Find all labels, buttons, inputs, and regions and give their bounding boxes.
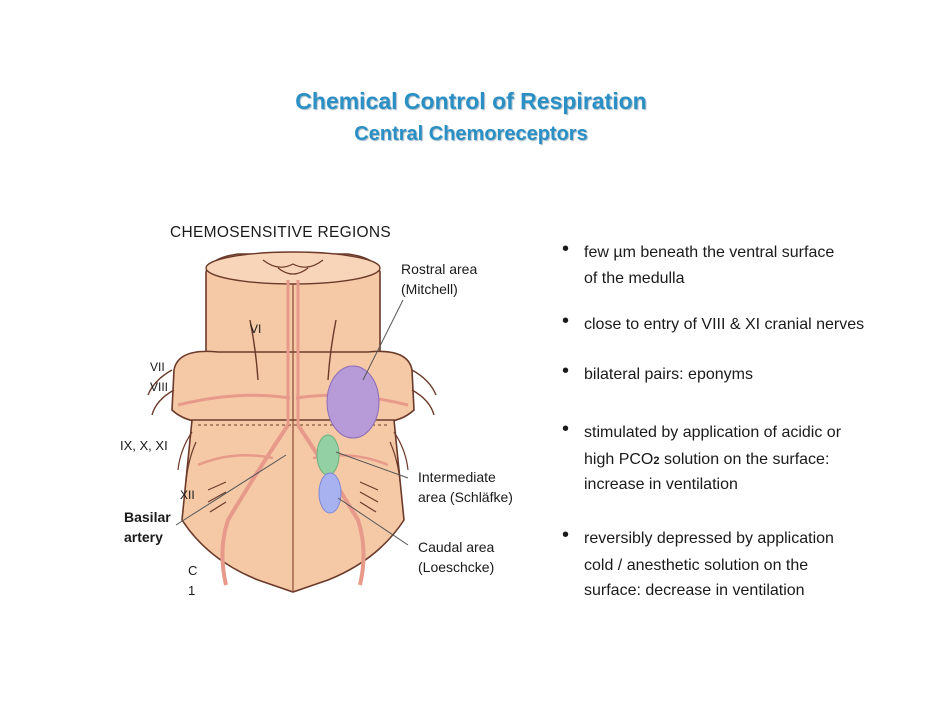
bullet-dot-icon: • bbox=[562, 524, 570, 546]
caudal-area-label: Caudal area bbox=[418, 539, 495, 555]
medulla-illustration bbox=[147, 251, 437, 593]
c1-label-1: 1 bbox=[188, 583, 196, 598]
nerve-vi-root-right bbox=[327, 319, 337, 381]
rostral-area-eponym: (Mitchell) bbox=[401, 281, 458, 297]
pco2-co: CO bbox=[629, 451, 654, 468]
bullet-text: few µm beneath the ventral surface bbox=[584, 244, 835, 261]
nerve-vi-label: VI bbox=[250, 322, 262, 336]
nerve-xii-left bbox=[207, 481, 227, 513]
basilar-artery bbox=[286, 280, 300, 425]
bullet-text: close to entry of VIII & XI cranial nerv… bbox=[584, 316, 865, 333]
intermediate-area-label: Intermediate bbox=[418, 469, 496, 485]
nerve-ix-x-xi-label: IX, X, XI bbox=[120, 438, 168, 453]
medulla-figure: CHEMOSENSITIVE REGIONS Rostral area (Mit… bbox=[118, 220, 548, 615]
caudal-leader bbox=[337, 497, 409, 546]
nerve-vii-viii-left bbox=[147, 369, 175, 416]
pco2-subscript: 2 bbox=[653, 455, 660, 467]
caudal-area-eponym: (Loeschcke) bbox=[418, 559, 495, 575]
vertebral-artery-right bbox=[296, 423, 366, 586]
basilar-artery-label-2: artery bbox=[124, 529, 163, 545]
nerve-xii-label: XII bbox=[180, 488, 195, 502]
nerve-ix-x-xi-right bbox=[389, 431, 409, 483]
bullet-dot-icon: • bbox=[562, 360, 570, 382]
page-subtitle: Central Chemoreceptors bbox=[354, 123, 588, 145]
basilar-leader bbox=[175, 454, 287, 526]
c1-label-c: C bbox=[188, 563, 198, 578]
bullet-text: increase in ventilation bbox=[584, 476, 738, 493]
rostral-leader bbox=[362, 299, 404, 381]
bullet-text: bilateral pairs: eponyms bbox=[584, 366, 753, 383]
nerve-viii-label: VIII bbox=[150, 380, 169, 394]
intermediate-leader bbox=[335, 451, 409, 479]
nerve-vii-label: VII bbox=[150, 360, 165, 374]
vertebral-artery-left bbox=[220, 423, 290, 586]
bullet-text: reversibly depressed by application bbox=[584, 530, 834, 547]
nerve-vii-viii-right bbox=[411, 369, 437, 416]
bullet-text: high PCO2 solution on the surface: bbox=[584, 447, 829, 474]
bullet-text: of the medulla bbox=[584, 270, 685, 287]
cord-cross-section bbox=[205, 251, 381, 285]
rostral-area-label: Rostral area bbox=[401, 261, 478, 277]
basilar-artery-label: Basilar bbox=[124, 509, 171, 525]
bullet-dot-icon: • bbox=[562, 418, 570, 440]
bullet-text: surface: decrease in ventilation bbox=[584, 582, 805, 599]
bullet-dot-icon: • bbox=[562, 310, 570, 332]
gray-matter bbox=[262, 259, 324, 275]
bullet-text: cold / anesthetic solution on the bbox=[584, 557, 809, 574]
intermediate-area-eponym: area (Schläfke) bbox=[418, 489, 513, 505]
nerve-vi-root bbox=[249, 319, 259, 381]
nerve-xii-right bbox=[359, 481, 379, 513]
intermediate-area-region bbox=[316, 434, 340, 476]
page-title: Chemical Control of Respiration bbox=[295, 88, 647, 114]
nerve-ix-x-xi-left bbox=[177, 431, 197, 483]
rostral-area-region bbox=[326, 365, 380, 439]
figure-heading: CHEMOSENSITIVE REGIONS bbox=[170, 224, 392, 241]
bullet-text: stimulated by application of acidic or bbox=[584, 424, 842, 441]
bullet-dot-icon: • bbox=[562, 238, 570, 260]
pco2-prefix: high P bbox=[584, 451, 630, 468]
pco2-suffix: solution on the surface: bbox=[659, 451, 830, 468]
caudal-area-region bbox=[318, 472, 342, 514]
